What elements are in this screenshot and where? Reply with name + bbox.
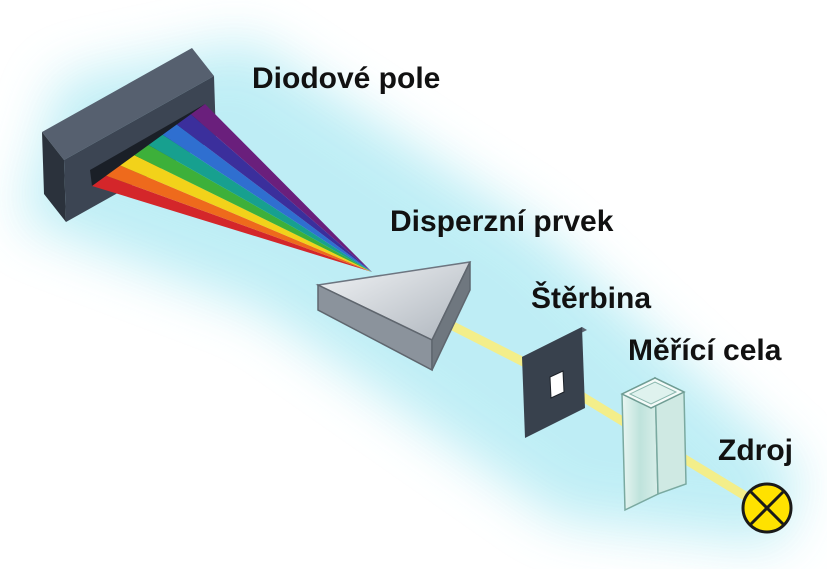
slit-opening bbox=[549, 370, 565, 399]
prism bbox=[315, 261, 472, 372]
spectrum-band bbox=[176, 114, 372, 272]
measuring-cell bbox=[620, 376, 687, 512]
spectrum-band bbox=[190, 104, 372, 272]
spectrum-band bbox=[92, 175, 372, 272]
diode-array-front bbox=[42, 132, 66, 222]
spectrum-band bbox=[106, 165, 372, 272]
spectrum-band bbox=[148, 134, 372, 272]
measuring-cell-label: Měřící cela bbox=[628, 334, 782, 367]
slit-label: Štěrbina bbox=[531, 282, 652, 315]
dispersive-element-label: Disperzní prvek bbox=[390, 205, 614, 238]
source-label: Zdroj bbox=[718, 434, 793, 467]
light-source bbox=[741, 482, 793, 534]
slit-plate bbox=[522, 327, 587, 438]
spectrum-band bbox=[120, 155, 372, 272]
spectrum-band bbox=[162, 124, 372, 272]
diode-array-window bbox=[90, 104, 205, 186]
cuvette-top-inner bbox=[628, 381, 678, 405]
diode-array-top bbox=[42, 48, 214, 160]
spectrum-band bbox=[134, 145, 372, 272]
spectrum-fan bbox=[92, 104, 372, 272]
prism-side bbox=[431, 261, 471, 371]
diode-array-label: Diodové pole bbox=[252, 62, 441, 95]
